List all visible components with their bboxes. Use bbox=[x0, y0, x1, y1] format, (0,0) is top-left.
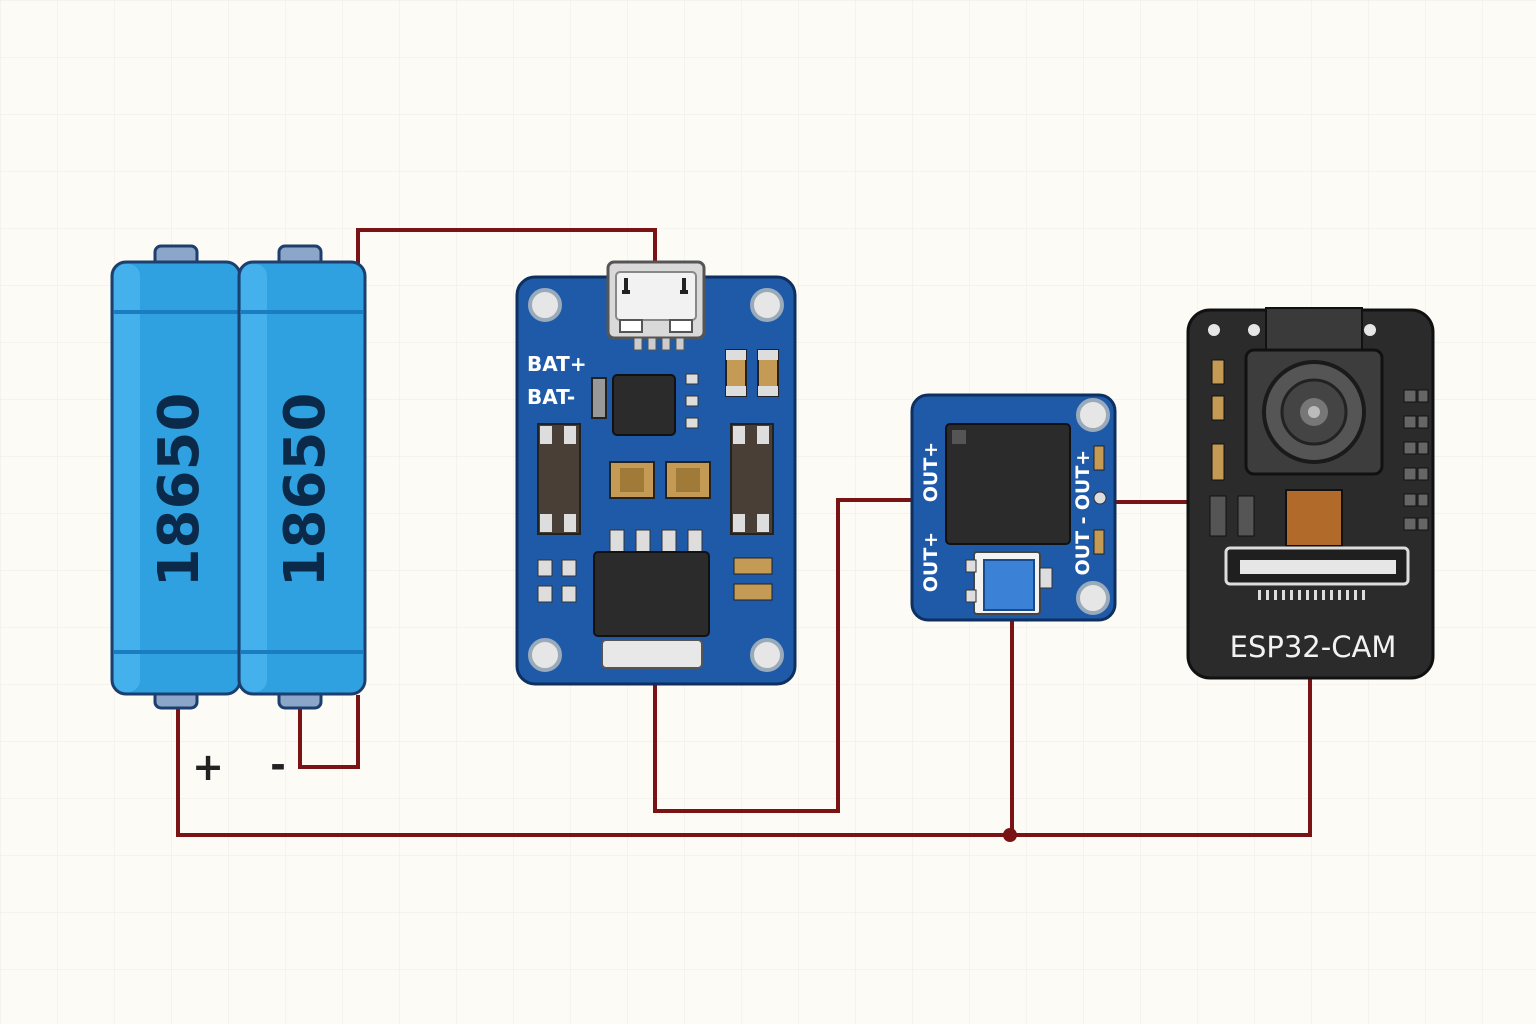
boost-pin-out-pos-left-top: OUT+ bbox=[920, 442, 942, 502]
mount-hole bbox=[1076, 398, 1110, 432]
boost-potentiometer bbox=[965, 551, 1053, 615]
charger-pin-bat-neg: BAT- bbox=[527, 385, 575, 409]
battery-cell-2-label: 18650 bbox=[273, 393, 338, 588]
mount-hole bbox=[1076, 581, 1110, 615]
battery-cell-1: 18650 bbox=[110, 260, 242, 696]
mount-hole bbox=[750, 638, 784, 672]
charger-regulator bbox=[593, 529, 710, 669]
battery-negative-label: - bbox=[270, 743, 286, 787]
mount-hole bbox=[528, 638, 562, 672]
camera-module bbox=[1244, 307, 1384, 476]
usb-port bbox=[606, 260, 706, 351]
boost-pin-out-pos-left-bottom: OUT+ bbox=[920, 532, 942, 592]
wire-junction bbox=[1003, 828, 1017, 842]
connector-pins bbox=[1258, 590, 1365, 600]
camera-connector bbox=[1224, 546, 1410, 586]
wires bbox=[176, 228, 1312, 837]
boost-converter: OUT+ OUT+ OUT+ OUT - bbox=[910, 393, 1117, 622]
esp32-cam-label: ESP32-CAM bbox=[1230, 630, 1397, 664]
charger-capacitors bbox=[609, 461, 711, 499]
camera-ribbon bbox=[1285, 489, 1343, 547]
battery-positive-label: + bbox=[192, 745, 224, 789]
charger-resistors bbox=[725, 349, 779, 397]
boost-inductor bbox=[945, 423, 1071, 545]
wire-battery-pos-to-charger bbox=[356, 228, 657, 268]
esp32-cam-board: ESP32-CAM bbox=[1186, 307, 1435, 680]
wire-battery-neg-loop bbox=[298, 695, 360, 769]
mount-hole bbox=[528, 288, 562, 322]
charger-module: BAT+ BAT- bbox=[515, 260, 797, 686]
charger-ic bbox=[612, 374, 676, 436]
esp32-side-components bbox=[1209, 359, 1429, 537]
wire-common-ground bbox=[176, 678, 1312, 837]
wire-charger-to-boost bbox=[653, 498, 912, 813]
battery-pack: 18650 18650 + - bbox=[110, 244, 367, 789]
battery-cell-1-label: 18650 bbox=[147, 393, 212, 588]
battery-cell-2: 18650 bbox=[237, 260, 367, 696]
charger-mosfets bbox=[537, 423, 774, 535]
boost-pin-out-pos-right: OUT+ bbox=[1072, 450, 1094, 510]
boost-pin-out-neg-right: OUT - bbox=[1072, 516, 1094, 575]
mount-hole bbox=[750, 288, 784, 322]
charger-small-parts bbox=[537, 557, 773, 603]
charger-pin-bat-pos: BAT+ bbox=[527, 352, 587, 376]
